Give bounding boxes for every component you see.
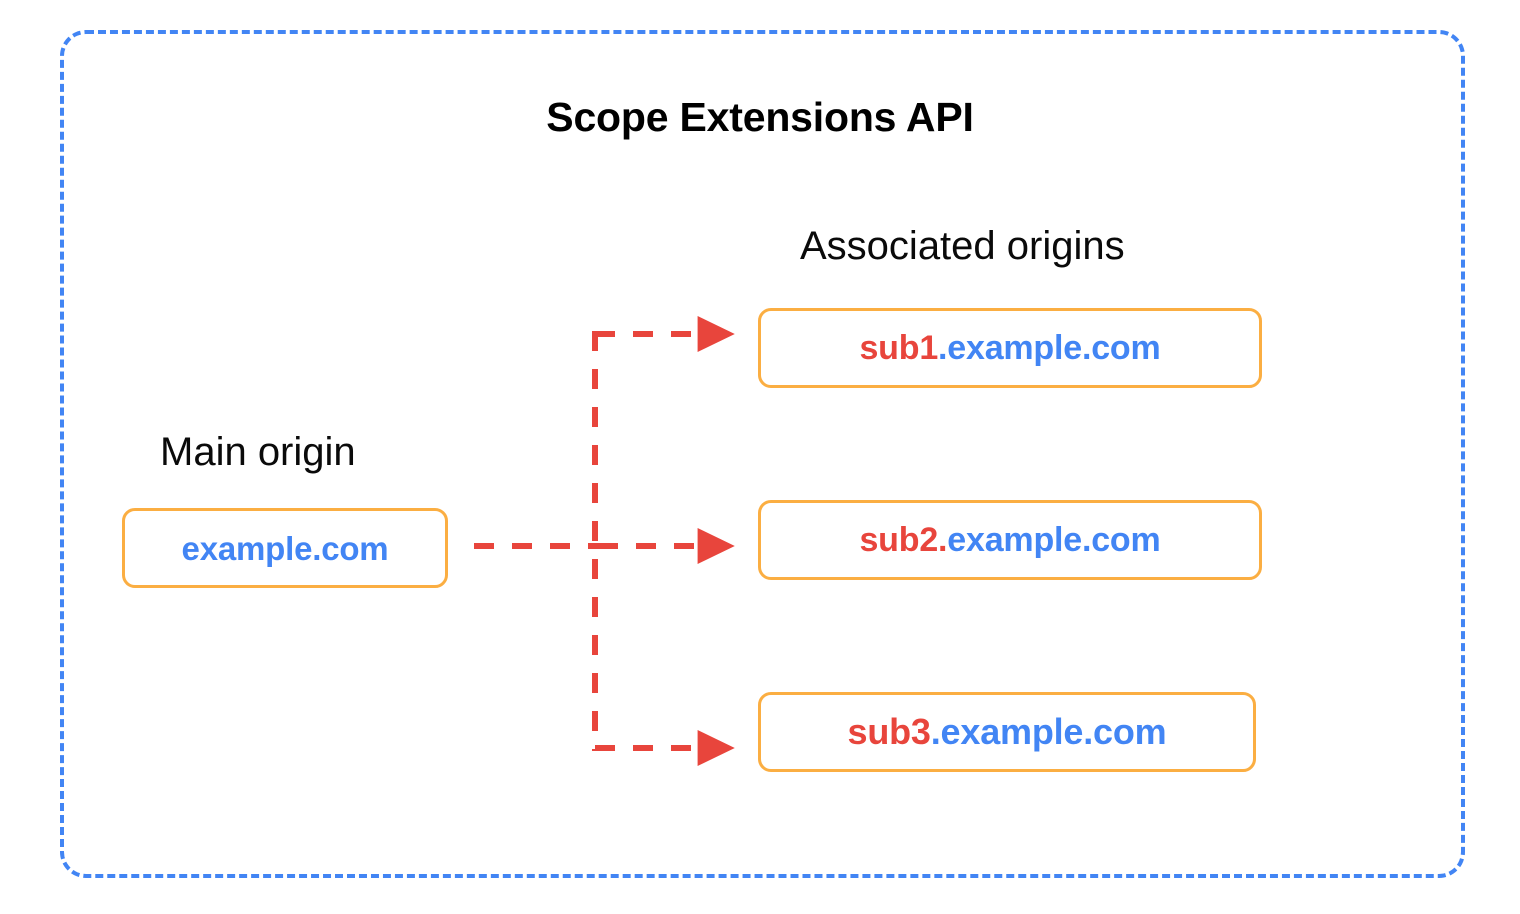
associated-origin-subdomain-2: sub2. (859, 521, 948, 559)
associated-origin-domain-1: .example.com (938, 329, 1161, 367)
associated-origin-box-2[interactable]: sub2.example.com (758, 500, 1262, 580)
associated-origin-text-3: sub3.example.com (848, 714, 1167, 750)
associated-origin-subdomain-1: sub1 (859, 329, 939, 367)
associated-origin-text-1: sub1.example.com (859, 331, 1160, 365)
main-origin-label: Main origin (160, 430, 356, 474)
associated-origins-label: Associated origins (800, 224, 1125, 268)
scope-extensions-frame (60, 30, 1465, 878)
associated-origin-domain-3: .example.com (930, 711, 1167, 752)
associated-origin-box-3[interactable]: sub3.example.com (758, 692, 1256, 772)
associated-origin-box-1[interactable]: sub1.example.com (758, 308, 1262, 388)
page-title: Scope Extensions API (546, 94, 974, 140)
main-origin-domain: example.com (181, 529, 389, 567)
associated-origin-subdomain-3: sub3 (847, 711, 931, 752)
main-origin-box[interactable]: example.com (122, 508, 448, 588)
associated-origin-domain-2: example.com (947, 521, 1161, 559)
associated-origin-text-2: sub2.example.com (859, 523, 1160, 557)
main-origin-text: example.com (182, 532, 389, 565)
